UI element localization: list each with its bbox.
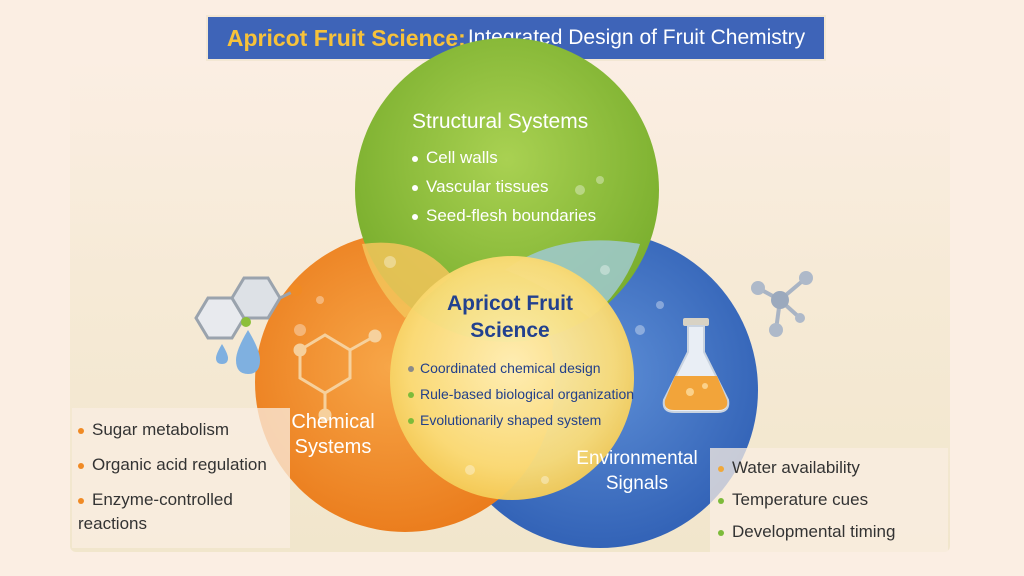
chemical-items-panel xyxy=(72,408,290,548)
title-rest: Integrated Design of Fruit Chemistry xyxy=(467,26,806,49)
structural-item: Seed-flesh boundaries xyxy=(412,206,596,226)
bullet-dot xyxy=(412,155,418,162)
bullet-dot xyxy=(718,529,724,536)
bullet-dot xyxy=(412,213,418,220)
chemical-item: Organic acid regulation xyxy=(78,455,267,475)
center-item-label: Coordinated chemical design xyxy=(420,360,601,376)
chemical-item-label: Organic acid regulation xyxy=(92,455,267,474)
bullet-dot xyxy=(408,418,414,425)
environmental-heading: Environmental Signals xyxy=(576,448,698,494)
flask-icon xyxy=(662,318,730,413)
center-item: Coordinated chemical design xyxy=(408,360,601,376)
bullet-dot xyxy=(78,427,84,434)
center-item-label: Evolutionarily shaped system xyxy=(420,412,602,428)
chemical-item: Enzyme-controlled reactions xyxy=(78,488,258,536)
chemical-heading: Chemical Systems xyxy=(291,411,375,458)
bullet-dot xyxy=(78,497,84,504)
center-item-label: Rule-based biological organization xyxy=(420,386,635,402)
environmental-item: Developmental timing xyxy=(718,522,895,542)
structural-item-label: Seed-flesh boundaries xyxy=(426,206,597,225)
environmental-items-panel xyxy=(710,448,948,552)
chemical-item: Sugar metabolism xyxy=(78,420,229,440)
center-item: Evolutionarily shaped system xyxy=(408,412,601,428)
bullet-dot xyxy=(408,366,414,373)
bullet-dot xyxy=(412,184,418,191)
chemical-item-label: Enzyme-controlled reactions xyxy=(78,490,233,533)
center-title: Apricot Fruit Science xyxy=(447,292,573,342)
environmental-item: Water availability xyxy=(718,458,860,478)
title-strong: Apricot Fruit Science: xyxy=(226,24,466,51)
environmental-item: Temperature cues xyxy=(718,490,868,510)
structural-item: Vascular tissues xyxy=(412,177,549,197)
bullet-dot xyxy=(408,392,414,399)
environmental-item-label: Temperature cues xyxy=(732,490,869,509)
bullet-dot xyxy=(78,462,84,469)
chemical-item-label: Sugar metabolism xyxy=(92,420,230,439)
center-overlap xyxy=(390,256,634,500)
structural-item-label: Vascular tissues xyxy=(426,177,549,196)
structural-heading: Structural Systems xyxy=(412,110,589,133)
bullet-dot xyxy=(718,465,724,472)
environmental-item-label: Developmental timing xyxy=(732,522,896,541)
structural-item: Cell walls xyxy=(412,148,498,168)
overlap-green-orange xyxy=(362,242,452,318)
environmental-item-label: Water availability xyxy=(732,458,860,477)
water-drop-icon xyxy=(216,317,260,374)
title-bar: Apricot Fruit Science: Integrated Design… xyxy=(206,15,826,61)
molecule-structure-icon xyxy=(293,329,382,422)
bullet-dot xyxy=(718,497,724,504)
center-item: Rule-based biological organization xyxy=(408,386,634,402)
decorative-bubbles xyxy=(294,176,664,484)
structural-item-label: Cell walls xyxy=(426,148,498,167)
molecule-network-icon xyxy=(751,271,813,337)
